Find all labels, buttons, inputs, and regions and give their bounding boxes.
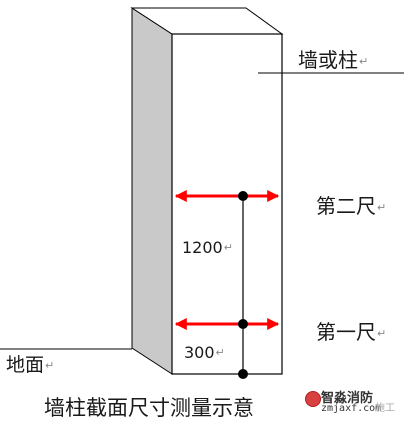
diagram-caption: 墙柱截面尺寸测量示意 <box>44 396 254 420</box>
return-mark: ↵ <box>45 359 55 372</box>
watermark-logo-icon <box>305 391 321 407</box>
second-ruler-text: 第二尺 <box>316 194 376 218</box>
ground-text: 地面 <box>6 354 45 376</box>
first-ruler-text: 第一尺 <box>316 320 376 344</box>
ground-dot <box>238 369 248 379</box>
watermark-site: zmjaxf.com <box>321 403 382 414</box>
return-mark: ↵ <box>215 346 225 359</box>
second-ruler-dot <box>238 191 248 201</box>
return-mark: ↵ <box>377 201 387 214</box>
pillar-front-face <box>171 33 283 375</box>
return-mark: ↵ <box>377 327 387 340</box>
first-ruler-label: 第一尺↵ <box>316 316 386 345</box>
watermark: 智淼消防 zmjaxf.com 施工 <box>305 385 407 419</box>
wall-or-column-label: 墙或柱↵ <box>298 44 368 73</box>
watermark-tail: 施工 <box>375 403 395 414</box>
first-ruler-dot <box>238 319 248 329</box>
wall-or-column-text: 墙或柱 <box>298 48 358 72</box>
height-300-text: 300 <box>184 343 215 362</box>
second-ruler-label: 第二尺↵ <box>316 190 386 219</box>
return-mark: ↵ <box>359 55 369 68</box>
height-300-label: 300↵ <box>184 343 225 362</box>
ground-label: 地面↵ <box>6 350 54 377</box>
height-1200-label: 1200↵ <box>182 238 233 257</box>
pillar-side-face <box>131 7 173 375</box>
return-mark: ↵ <box>223 241 233 254</box>
watermark-name: 智淼消防 <box>321 391 374 406</box>
height-1200-text: 1200 <box>182 238 223 257</box>
